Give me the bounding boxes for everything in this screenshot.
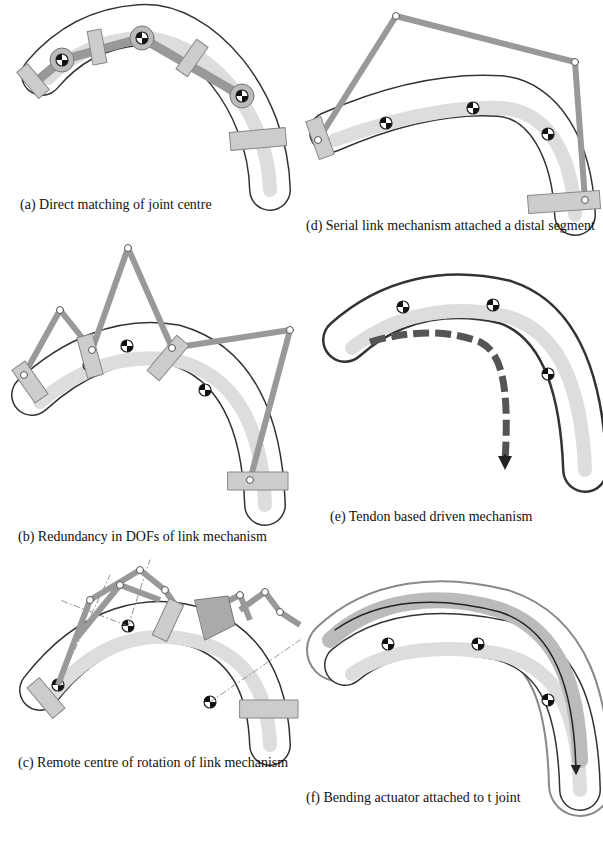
finger-e [345, 296, 585, 470]
figure-caption: (b) Redundancy in DOFs of link mechanism [18, 528, 300, 545]
finger-a [17, 25, 287, 190]
figure-caption: (d) Serial link mechanism attached a dis… [306, 217, 600, 234]
finger-f [330, 600, 580, 790]
figure-caption: (f) Bending actuator attached to t joint [306, 789, 600, 806]
figure-caption: (e) Tendon based driven mechanism [330, 508, 600, 525]
finger-c [27, 560, 300, 745]
finger-b [12, 245, 294, 506]
finger-d [306, 13, 601, 216]
figure-caption: (a) Direct matching of joint centre [20, 196, 300, 213]
figure-caption: (c) Remote centre of rotation of link me… [18, 754, 300, 771]
